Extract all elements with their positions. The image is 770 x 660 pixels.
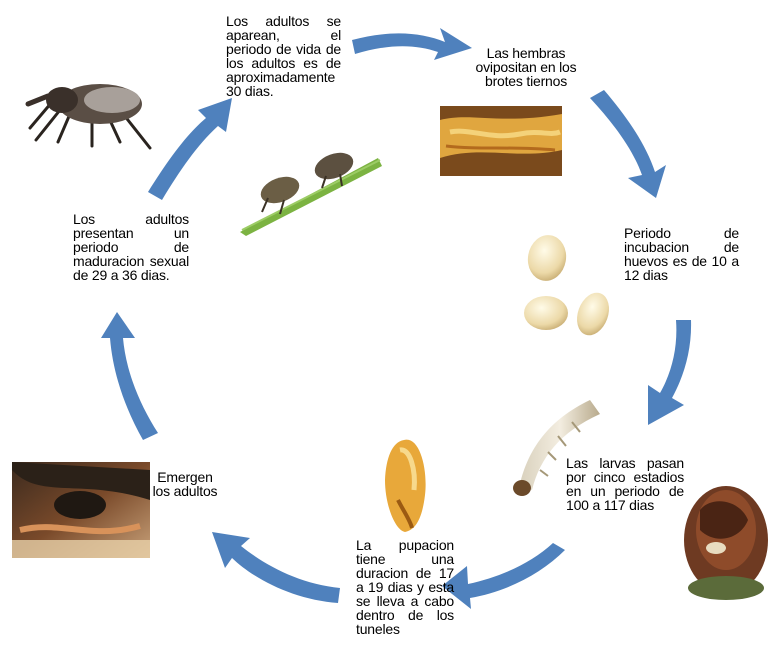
stage-larvae-text: Las larvas pasan por cinco estadios en u… [566,456,684,512]
mating-weevils-photo [240,148,382,236]
stage-oviposition-text: Las hembras ovipositan en los brotes tie… [464,46,588,88]
stage-incubation-text: Periodo de incubacion de huevos es de 10… [624,226,739,282]
eggs-photo [524,232,615,340]
arrow-pupation-to-emergence [212,532,340,603]
weevil-adult-photo [28,84,150,148]
arrow-incubation-to-larvae [648,320,691,425]
pupa-photo [385,440,426,532]
stage-mating-text: Los adultos se aparean, el periodo de vi… [226,14,341,98]
arrow-mating-to-oviposition [352,28,472,60]
stage-maturation-text: Los adultos presentan un periodo de madu… [73,212,189,282]
arrow-larvae-to-pupation [442,543,565,609]
damaged-fruit-photo [684,486,768,600]
stage-pupation-text: La pupacion tiene una duracion de 17 a 1… [356,538,454,636]
arrow-oviposition-to-incubation [590,90,666,198]
bud-oviposition-photo [440,106,562,176]
arrow-maturation-to-mating [148,98,232,200]
emerging-adults-photo [12,462,150,558]
stage-emergence-text: Emergen los adultos [150,470,220,498]
arrow-emergence-to-maturation [101,312,158,440]
